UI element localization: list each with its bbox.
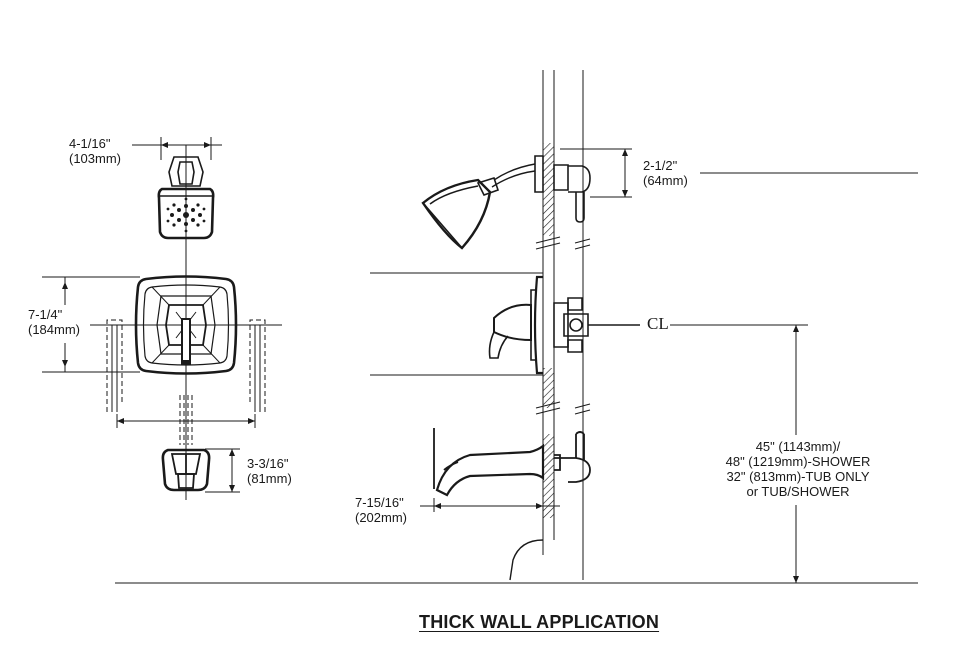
drawing-title: THICK WALL APPLICATION [419, 612, 660, 632]
spout-front [163, 450, 209, 490]
showerhead-front [159, 157, 213, 238]
spout-reach-label: 7-15/16" (202mm) [355, 495, 408, 525]
showerhead-side [423, 156, 590, 248]
wall-section [536, 70, 590, 580]
valve-height-label: 45" (1143mm)/ 48" (1219mm)-SHOWER 32" (8… [725, 439, 871, 499]
showerhead-width-label: 4-1/16" (103mm) [69, 136, 122, 166]
spout-height-label: 3-3/16" (81mm) [247, 456, 292, 486]
trim-height-dimension [42, 277, 140, 372]
trim-height-label: 7-1/4" (184mm) [28, 307, 81, 337]
tub-outline [510, 540, 543, 580]
arm-drop-label: 2-1/2" (64mm) [643, 158, 688, 188]
showerhead-width-dimension [132, 137, 222, 160]
arm-drop-dimension [560, 149, 918, 197]
trim-plate [136, 277, 236, 374]
rough-in-width-dimension [117, 414, 255, 428]
spout-height-dimension [205, 449, 240, 492]
spout-side [434, 428, 590, 495]
valve-trim-side [490, 277, 641, 373]
spout-reach-dimension [420, 498, 560, 512]
centerline-label: CL [647, 314, 669, 333]
